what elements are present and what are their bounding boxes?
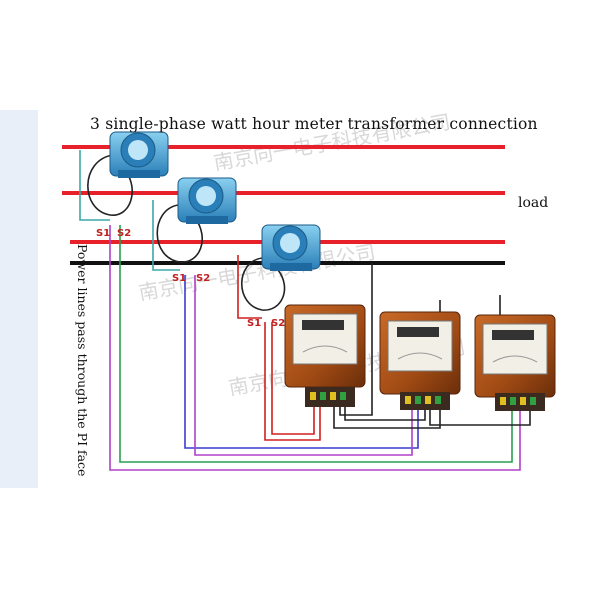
wire-ct2-blue [184,275,419,449]
terminal-labels: S1 S2 S1 S2 S1 S2 [96,228,285,329]
loop-ct3 [240,257,286,311]
meter-link-2 [429,405,531,426]
wire-ct3-red [264,322,321,441]
current-transformer-icon [109,131,169,178]
wire-ct1-green [119,225,513,463]
wire-ct1-purple [109,225,521,471]
wire-ct2-purple [194,275,413,456]
wire-ct1-s1 [79,150,110,221]
watt-hour-meter-1 [284,304,366,407]
power-lines-note: Power lines pass through the PI face [75,244,90,477]
current-transformer-1 [109,131,169,178]
ct2-s2-label: S2 [196,273,210,284]
meter-link-1 [344,405,426,421]
diagram-title: 3 single-phase watt hour meter transform… [90,115,538,133]
neutral-feed-1 [339,263,373,416]
current-transformer-3 [261,224,321,271]
watt-hour-meter-icon [379,311,461,410]
wire-ct2-s1 [152,200,180,271]
loop-ct1 [87,154,134,216]
watt-hour-meter-3 [474,314,556,411]
ct2-s1-label: S1 [172,273,186,284]
current-transformer-icon [261,224,321,271]
side-panel [0,110,38,488]
current-transformer-2 [177,177,237,224]
ct3-s1-label: S1 [247,318,261,329]
ct3-s2-label: S2 [271,318,285,329]
watt-hour-meter-2 [379,311,461,410]
ct1-s2-label: S2 [117,228,131,239]
ct1-s1-label: S1 [96,228,110,239]
wire-ct3-red2 [271,322,315,435]
load-label: load [518,195,549,211]
watt-hour-meter-icon [474,314,556,411]
loop-ct2 [156,204,204,263]
wire-ct3-s1 [237,255,262,319]
current-transformer-icon [177,177,237,224]
watt-hour-meter-icon [284,304,366,407]
